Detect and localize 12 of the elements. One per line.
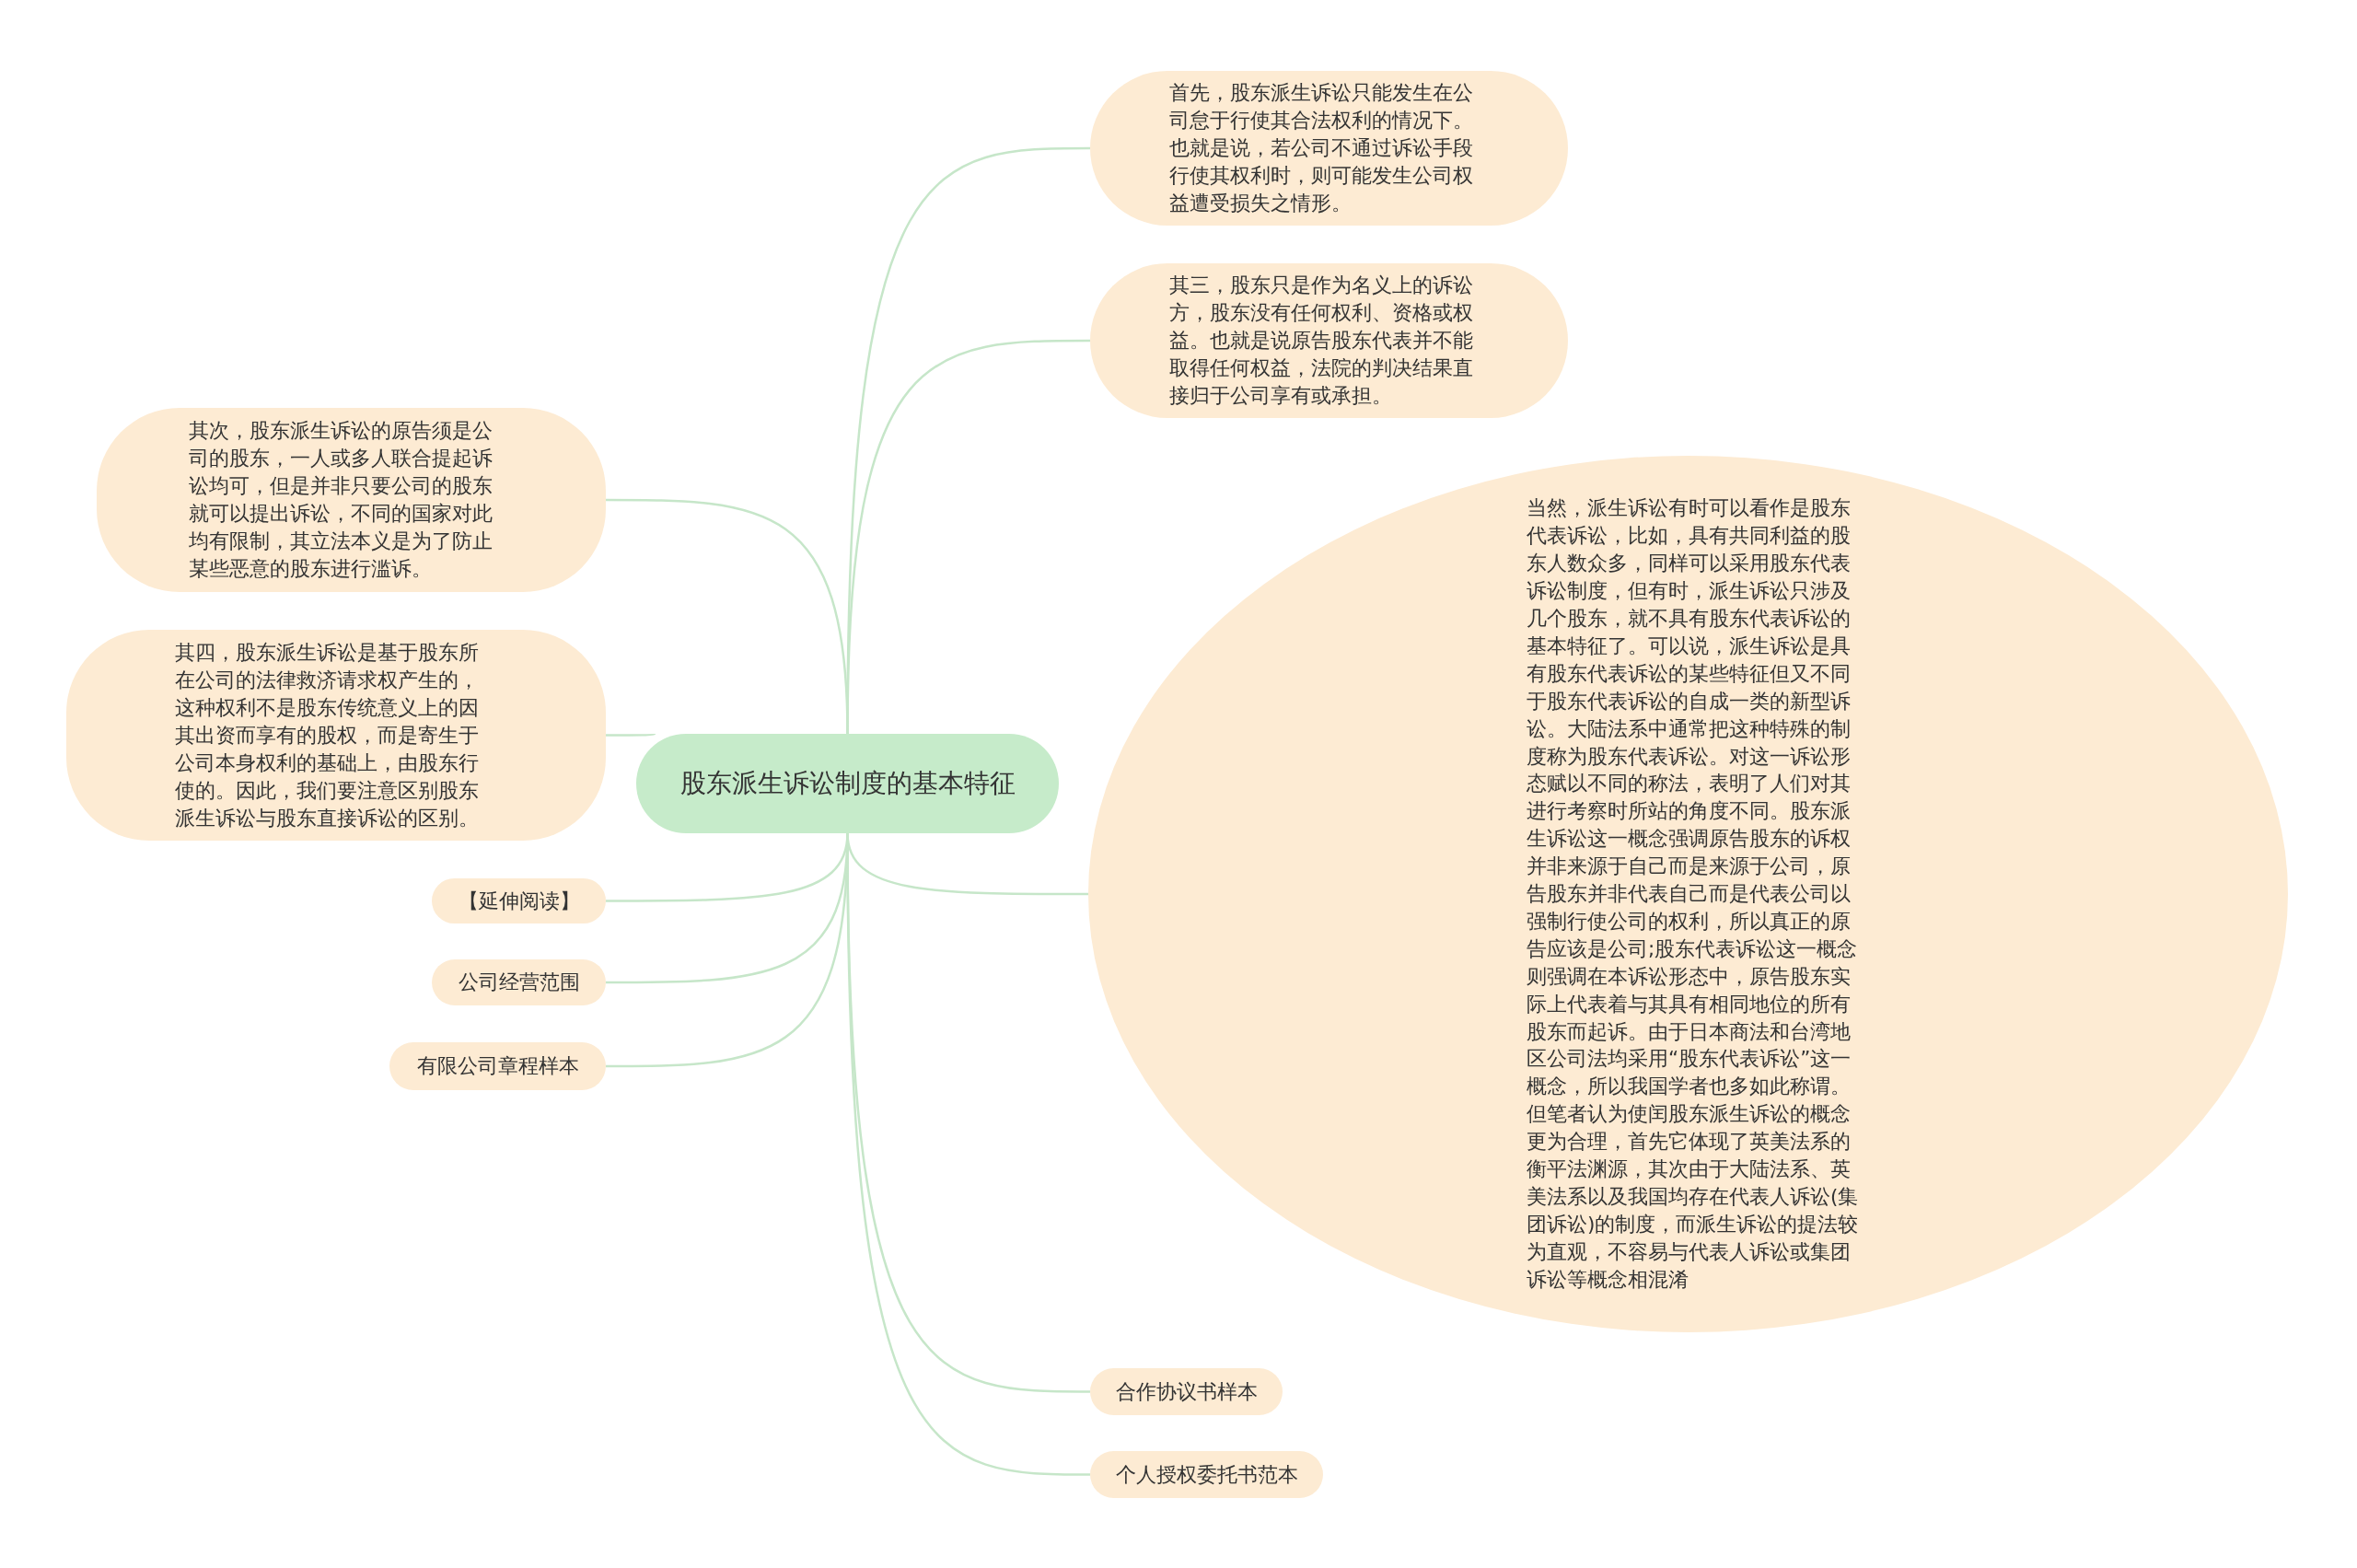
- topic-box: 其四，股东派生诉讼是基于股东所在公司的法律救济请求权产生的，这种权利不是股东传统意义上的因其出资而享有的股权，而是寄生于公司本身权利的基础上，由股东行使的。因此，我们要注意区别股东派生诉讼与股东直接诉讼的区别。: [66, 630, 606, 841]
- topic-box: 【延伸阅读】: [432, 878, 606, 923]
- topic-box: 有限公司章程样本: [389, 1042, 606, 1090]
- topic-box: 公司经营范围: [432, 959, 606, 1005]
- topic-box: 其三，股东只是作为名义上的诉讼方，股东没有任何权利、资格或权益。也就是说原告股东代表并不能取得任何权益，法院的判决结果直接归于公司享有或承担。: [1090, 263, 1568, 418]
- topic-box: 首先，股东派生诉讼只能发生在公司怠于行使其合法权利的情况下。也就是说，若公司不通过诉讼手段行使其权利时，则可能发生公司权益遭受损失之情形。: [1090, 71, 1568, 226]
- topic-box: 合作协议书样本: [1090, 1368, 1283, 1415]
- central-topic: 股东派生诉讼制度的基本特征: [636, 734, 1059, 833]
- topic-ellipse: 当然，派生诉讼有时可以看作是股东代表诉讼，比如，具有共同利益的股东人数众多，同样可以采用股东代表诉讼制度，但有时，派生诉讼只涉及几个股东，就不具有股东代表诉讼的基本特征了。可以说，派生诉讼是具有股东代表诉讼的某些特征但又不同于股东代表诉讼的自成一类的新型诉讼。大陆法系中通常把这种特殊的制度称为股东代表诉讼。对这一诉讼形态赋以不同的称法，表明了人们对其进行考察时所站的角度不同。股东派生诉讼这一概念强调原告股东的诉权并非来源于自己而是来源于公司，原告股东并非代表自己而是代表公司以强制行使公司的权利，所以真正的原告应该是公司;股东代表诉讼这一概念则强调在本诉讼形态中，原告股东实际上代表着与其具有相同地位的所有股东而起诉。由于日本商法和台湾地区公司法均采用“股东代表诉讼”这一概念，所以我国学者也多如此称谓。但笔者认为使闰股东派生诉讼的概念更为合理，首先它体现了英美法系的衡平法渊源，其次由于大陆法系、英美法系以及我国均存在代表人诉讼(集团诉讼)的制度，而派生诉讼的提法较为直观，不容易与代表人诉讼或集团诉讼等概念相混淆: [1088, 456, 2288, 1332]
- topic-box: 其次，股东派生诉讼的原告须是公司的股东，一人或多人联合提起诉讼均可，但是并非只要公司的股东就可以提出诉讼，不同的国家对此均有限制，其立法本义是为了防止某些恶意的股东进行滥诉。: [97, 408, 606, 592]
- topic-box: 个人授权委托书范本: [1090, 1451, 1323, 1498]
- connector-line: [606, 732, 656, 737]
